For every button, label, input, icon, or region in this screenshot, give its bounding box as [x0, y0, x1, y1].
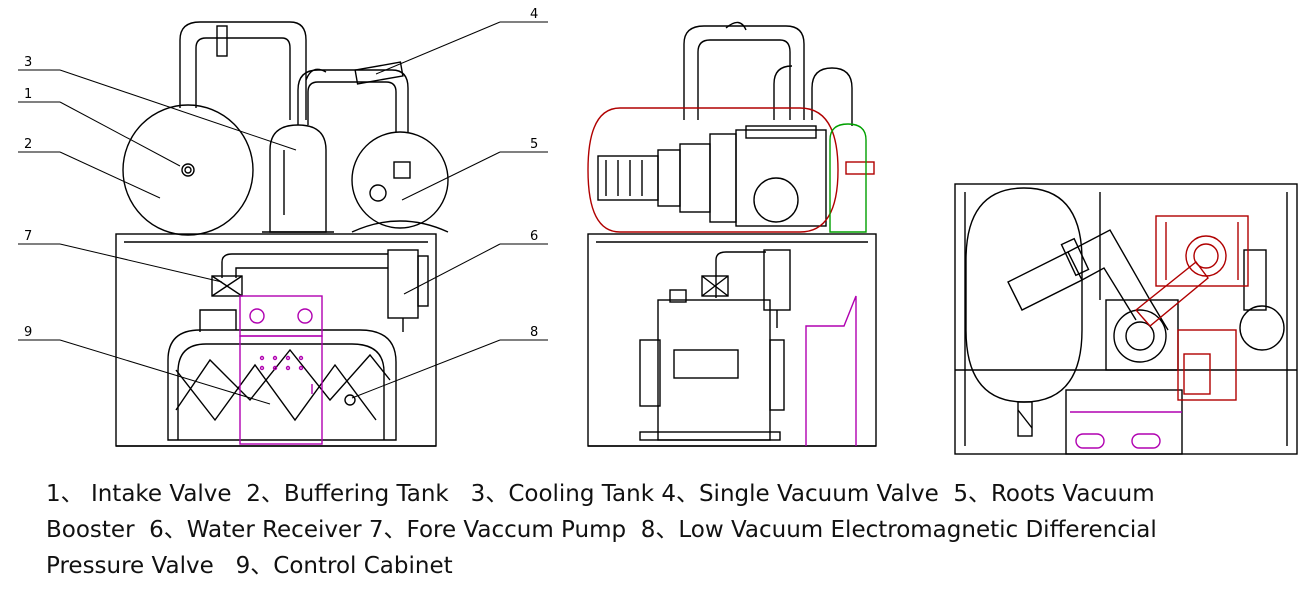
- cooling-tank: [269, 124, 327, 233]
- top-view-tank: [965, 187, 1083, 403]
- callout-1: 1: [24, 87, 32, 102]
- top-frame: [954, 183, 1298, 455]
- legend-line-1: 1、 Intake Valve 2、Buffering Tank 3、Cooli…: [46, 481, 1155, 507]
- top-pipe: [179, 21, 307, 120]
- side-valve-frame: [829, 123, 867, 233]
- callout-3: 3: [24, 55, 32, 70]
- callout-7: 7: [24, 229, 32, 244]
- top-view: [954, 183, 1298, 455]
- callout-lines: [18, 21, 548, 405]
- low-vacuum-valve: [344, 394, 356, 406]
- legend: 1、 Intake Valve 2、Buffering Tank 3、Cooli…: [46, 476, 1296, 584]
- top-roots-booster: [1134, 215, 1249, 401]
- callout-5: 5: [530, 137, 538, 152]
- intake-valve: [181, 163, 195, 177]
- callout-2: 2: [24, 137, 32, 152]
- side-roots-booster-outline: [587, 107, 875, 233]
- legend-line-2: Booster 6、Water Receiver 7、Fore Vaccum P…: [46, 517, 1157, 543]
- legend-line-3: Pressure Valve 9、Control Cabinet: [46, 553, 453, 579]
- buffering-tank: [122, 104, 254, 236]
- fore-pump-valve: [211, 275, 243, 297]
- single-vacuum-valve: [354, 61, 404, 85]
- front-view: [115, 21, 449, 447]
- callout-8: 8: [530, 325, 538, 340]
- side-view: [587, 21, 877, 447]
- callout-6: 6: [530, 229, 538, 244]
- side-frame: [587, 233, 877, 447]
- water-receiver: [387, 249, 419, 319]
- callout-4: 4: [530, 7, 538, 22]
- side-cabinet: [805, 295, 857, 446]
- fore-vacuum-pump: [167, 329, 397, 441]
- control-cabinet: [239, 295, 323, 445]
- callout-9: 9: [24, 325, 32, 340]
- top-cabinet: [1070, 411, 1182, 449]
- vacuum-unit-drawing: 3 1 2 7 9 4 5 6 8: [18, 7, 1298, 455]
- roots-vacuum-booster: [351, 131, 449, 229]
- callout-numbers: 3 1 2 7 9 4 5 6 8: [24, 7, 538, 340]
